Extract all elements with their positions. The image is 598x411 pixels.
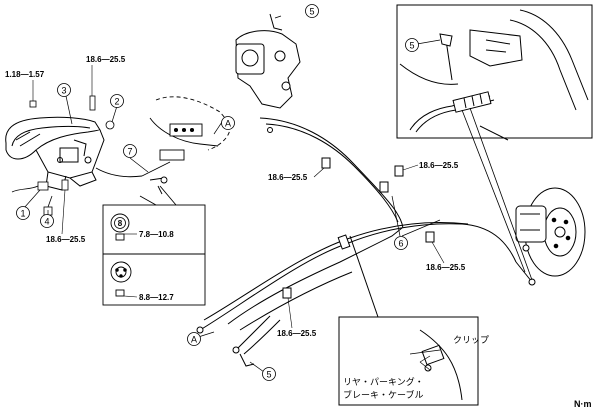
rear-cables (196, 117, 517, 367)
equalizer-detail-box (102, 185, 206, 306)
callout-4: 4 (44, 217, 49, 227)
cable-label-line1: リヤ・パーキング・ (343, 376, 424, 387)
clip-label: クリップ (453, 335, 489, 345)
torque-label-6: 18.6—25.5 (426, 263, 466, 272)
inset-pointer-lines (461, 107, 533, 281)
callout-a-bottom: A (191, 335, 197, 345)
callout-6: 6 (398, 239, 403, 249)
callout-numbers: 1 2 3 4 5 5 5 6 7 A A 8 (20, 7, 414, 380)
callout-7: 7 (127, 147, 132, 157)
front-cable (95, 149, 185, 195)
callout-1: 1 (20, 209, 25, 219)
torque-label-8: 7.8—10.8 (139, 230, 174, 239)
nut-marking: 8 (118, 219, 123, 228)
bracket-a (149, 96, 231, 151)
torque-label-9: 8.8—12.7 (139, 293, 174, 302)
callout-a-bracket: A (225, 119, 231, 129)
torque-label-7: 18.6—25.5 (277, 329, 317, 338)
torque-label-5: 18.6—25.5 (419, 161, 459, 170)
callout-5-bottom: 5 (266, 370, 271, 380)
callout-3: 3 (61, 86, 66, 96)
cable-label-line2: ブレーキ・ケーブル (343, 389, 423, 400)
torque-label-1: 1.18—1.57 (5, 70, 45, 79)
front-knuckle-caliper (235, 13, 301, 109)
torque-label-3: 18.6—25.5 (46, 235, 86, 244)
callout-2: 2 (114, 97, 119, 107)
rear-brake-disc (515, 187, 586, 286)
torque-label-4: 18.6—25.5 (268, 173, 308, 182)
callout-circles (16, 4, 419, 381)
torque-labels: 1.18—1.57 18.6—25.5 18.6—25.5 18.6—25.5 … (5, 55, 466, 338)
torque-leaders (32, 65, 445, 329)
callout-5-top: 5 (309, 7, 314, 17)
callout-5-inset: 5 (409, 41, 414, 51)
caliper-detail-inset (396, 4, 593, 141)
parking-brake-lever (5, 116, 105, 191)
torque-unit-label: N·m (574, 399, 592, 409)
torque-label-2: 18.6—25.5 (86, 55, 126, 64)
clip-detail-labels: クリップ リヤ・パーキング・ ブレーキ・ケーブル (343, 335, 489, 400)
